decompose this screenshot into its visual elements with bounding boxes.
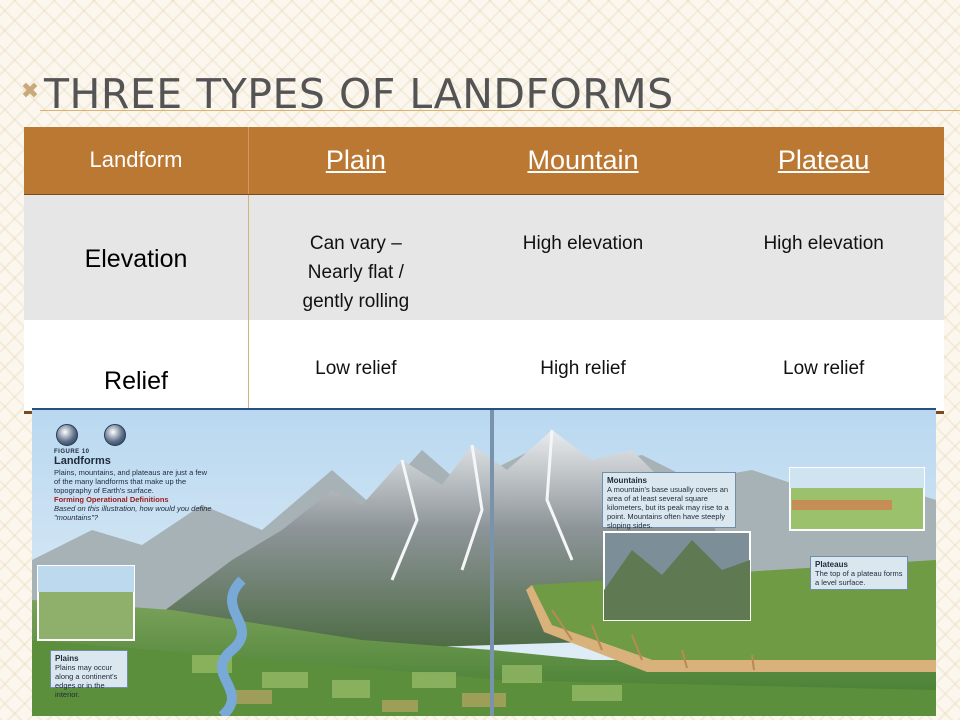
title-rule [40,110,960,111]
x-mark-icon: ✖ [20,79,40,104]
slide-title: Three Types of Landforms [44,70,674,118]
plateaus-callout-text: The top of a plateau forms a level surfa… [815,569,903,587]
plateaus-callout: Plateaus The top of a plateau forms a le… [810,556,908,590]
landform-table: Landform Plain Mountain Plateau Elevatio… [24,127,944,414]
cell-elevation-plain: Can vary – Nearly flat / gently rolling [249,194,463,320]
figure-number: FIGURE 10 [54,449,90,455]
globe-icon [56,424,78,446]
figure-caption: FIGURE 10 Landforms Plains, mountains, a… [54,448,214,522]
mountains-callout-title: Mountains [607,476,647,485]
plains-callout-title: Plains [55,654,79,663]
cell-relief-plateau: Low relief [783,358,865,379]
landscape-picture [32,410,936,716]
table-header-row: Landform Plain Mountain Plateau [24,127,944,195]
plateaus-callout-title: Plateaus [815,560,848,569]
plains-callout-text: Plains may occur along a continent's edg… [55,663,118,699]
figure-text: Plains, mountains, and plateaus are just… [54,468,208,495]
cell-text-line: gently rolling [302,290,410,312]
table-row-elevation: Elevation Can vary – Nearly flat / gentl… [24,194,944,320]
header-landform: Landform [24,127,249,195]
figure-title: Landforms [54,455,111,467]
plateau-link[interactable]: Plateau [777,144,870,175]
header-plateau-cell: Plateau [703,127,944,195]
figure-question: Based on this illustration, how would yo… [54,504,212,522]
cell-elevation-mountain: High elevation [522,232,644,254]
mountains-callout-text: A mountain's base usually covers an area… [607,485,729,530]
cell-text-line: Nearly flat / [307,261,404,283]
header-plain-cell: Plain [248,127,463,195]
cell-relief-mountain: High relief [540,358,626,379]
plain-link[interactable]: Plain [325,144,386,175]
table-row-relief: Relief Low relief High relief Low relief [24,320,944,414]
mountain-link[interactable]: Mountain [527,144,639,175]
figure-subhead: Forming Operational Definitions [54,495,169,504]
row-label-elevation: Elevation [24,194,249,320]
plains-callout: Plains Plains may occur along a continen… [50,650,128,699]
cell-text-line: Can vary – [309,232,402,254]
globe-icon [104,424,126,446]
cell-elevation-plateau: High elevation [763,232,884,254]
cell-relief-plain: Low relief [315,358,397,379]
row-label-relief: Relief [24,320,249,414]
header-mountain-cell: Mountain [462,127,704,195]
mountains-callout: Mountains A mountain's base usually cove… [602,472,736,530]
landforms-illustration: FIGURE 10 Landforms Plains, mountains, a… [32,408,936,716]
